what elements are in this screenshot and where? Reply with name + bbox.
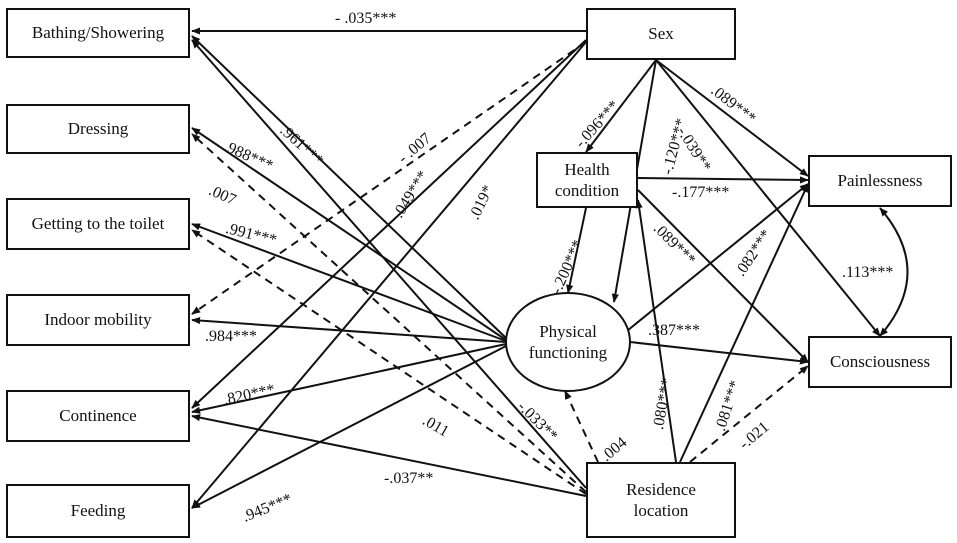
arrow-sex-continence	[191, 39, 587, 409]
node-consciousness: Consciousness	[808, 336, 952, 388]
arrow-sex-health	[585, 59, 657, 153]
coef-pf-indoor: .984***	[205, 328, 257, 345]
coef-pf-cons: .387***	[648, 322, 700, 339]
arrow-pf-feeding	[191, 345, 507, 509]
arrow-sex-cons	[655, 59, 881, 337]
arrow-pf-bathing	[191, 35, 507, 339]
coef-hc-pain: -.177***	[672, 184, 730, 201]
node-bathing-showering: Bathing/Showering	[6, 8, 190, 58]
arrow-res-toilet	[191, 229, 587, 495]
arrow-sex-pain	[655, 59, 809, 177]
node-feeding: Feeding	[6, 484, 190, 538]
arrow-pf-continence	[191, 343, 507, 414]
node-dressing: Dressing	[6, 104, 190, 154]
node-continence: Continence	[6, 390, 190, 442]
arrow-sex-feeding	[191, 41, 587, 509]
arrow-pain-cons-covariance	[879, 207, 909, 337]
arrow-pf-pain	[621, 183, 809, 336]
coef-res-continence: -.037**	[384, 470, 434, 487]
node-indoor-mobility: Indoor mobility	[6, 294, 190, 346]
arrow-res-pain	[679, 183, 809, 463]
arrow-sex-indoor	[191, 41, 587, 315]
arrow-res-dressing	[191, 133, 587, 493]
arrow-res-continence	[191, 414, 587, 497]
arrow-res-cons	[689, 365, 809, 463]
arrow-pf-cons	[629, 341, 809, 365]
arrow-hc-pf	[566, 207, 587, 294]
arrow-pf-dressing	[191, 127, 507, 341]
arrow-res-pf	[564, 390, 599, 463]
arrow-res-bathing	[191, 39, 587, 489]
node-getting-to-toilet: Getting to the toilet	[6, 198, 190, 250]
coef-pain-cons: .113***	[842, 264, 894, 281]
arrow-res-health	[635, 199, 677, 463]
arrow-pf-toilet	[191, 223, 507, 342]
node-painlessness: Painlessness	[808, 155, 952, 207]
arrow-hc-cons	[637, 189, 809, 363]
coef-sex-bathing: - .035***	[335, 10, 397, 27]
arrow-hc-pain	[637, 176, 809, 184]
node-sex: Sex	[586, 8, 736, 60]
